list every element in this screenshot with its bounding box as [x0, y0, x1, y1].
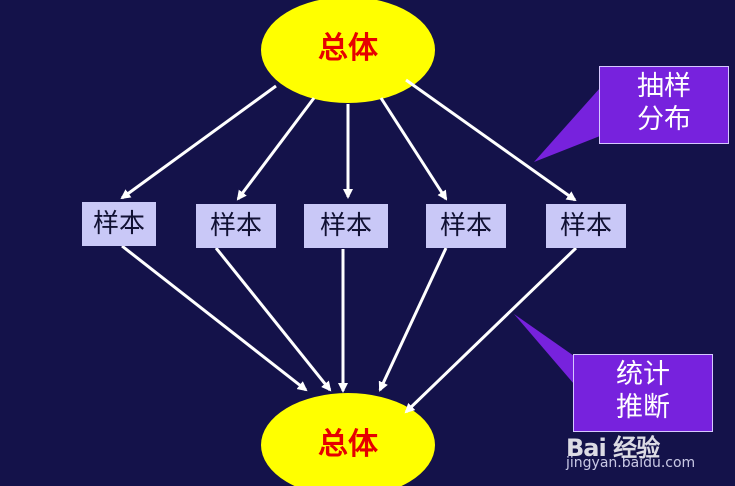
callout-statistical-inference: 统计 推断 — [573, 354, 713, 432]
sample-box-4: 样本 — [426, 204, 506, 248]
sample-box-2: 样本 — [196, 204, 276, 248]
callout-pointer-sampling — [534, 88, 600, 162]
arrow-sample-4-to-bottom — [378, 247, 448, 392]
arrow-top-to-sample-2 — [236, 97, 316, 201]
callout-sampling-distribution: 抽样 分布 — [599, 66, 729, 144]
arrow-sample-1-to-bottom — [121, 244, 308, 392]
callout-sampling-line-2: 分布 — [637, 104, 691, 135]
arrow-top-to-sample-1 — [120, 84, 277, 200]
callout-pointer-inference — [514, 314, 574, 384]
arrow-sample-5-to-bottom — [404, 246, 578, 414]
arrow-top-to-sample-5 — [405, 78, 577, 202]
callout-inference-line-1: 统计 — [616, 359, 670, 390]
inference-arrows — [121, 244, 578, 414]
population-bottom-label: 总体 — [318, 427, 378, 462]
sample-box-1: 样本 — [82, 202, 156, 246]
baidu-watermark-url: jingyan.baidu.com — [566, 455, 696, 471]
sample-box-5: 样本 — [546, 204, 626, 248]
callout-sampling-line-1: 抽样 — [637, 71, 691, 102]
population-top-ellipse — [261, 0, 435, 103]
population-bottom-ellipse — [261, 393, 435, 486]
sample-box-3: 样本 — [304, 204, 388, 248]
baidu-watermark-logo: Bai 经验 — [566, 434, 660, 462]
arrow-top-to-sample-4 — [379, 97, 448, 201]
callout-inference-line-2: 推断 — [616, 392, 670, 423]
arrow-sample-2-to-bottom — [214, 247, 332, 392]
population-top-label: 总体 — [318, 31, 378, 66]
sampling-arrows — [120, 78, 577, 202]
